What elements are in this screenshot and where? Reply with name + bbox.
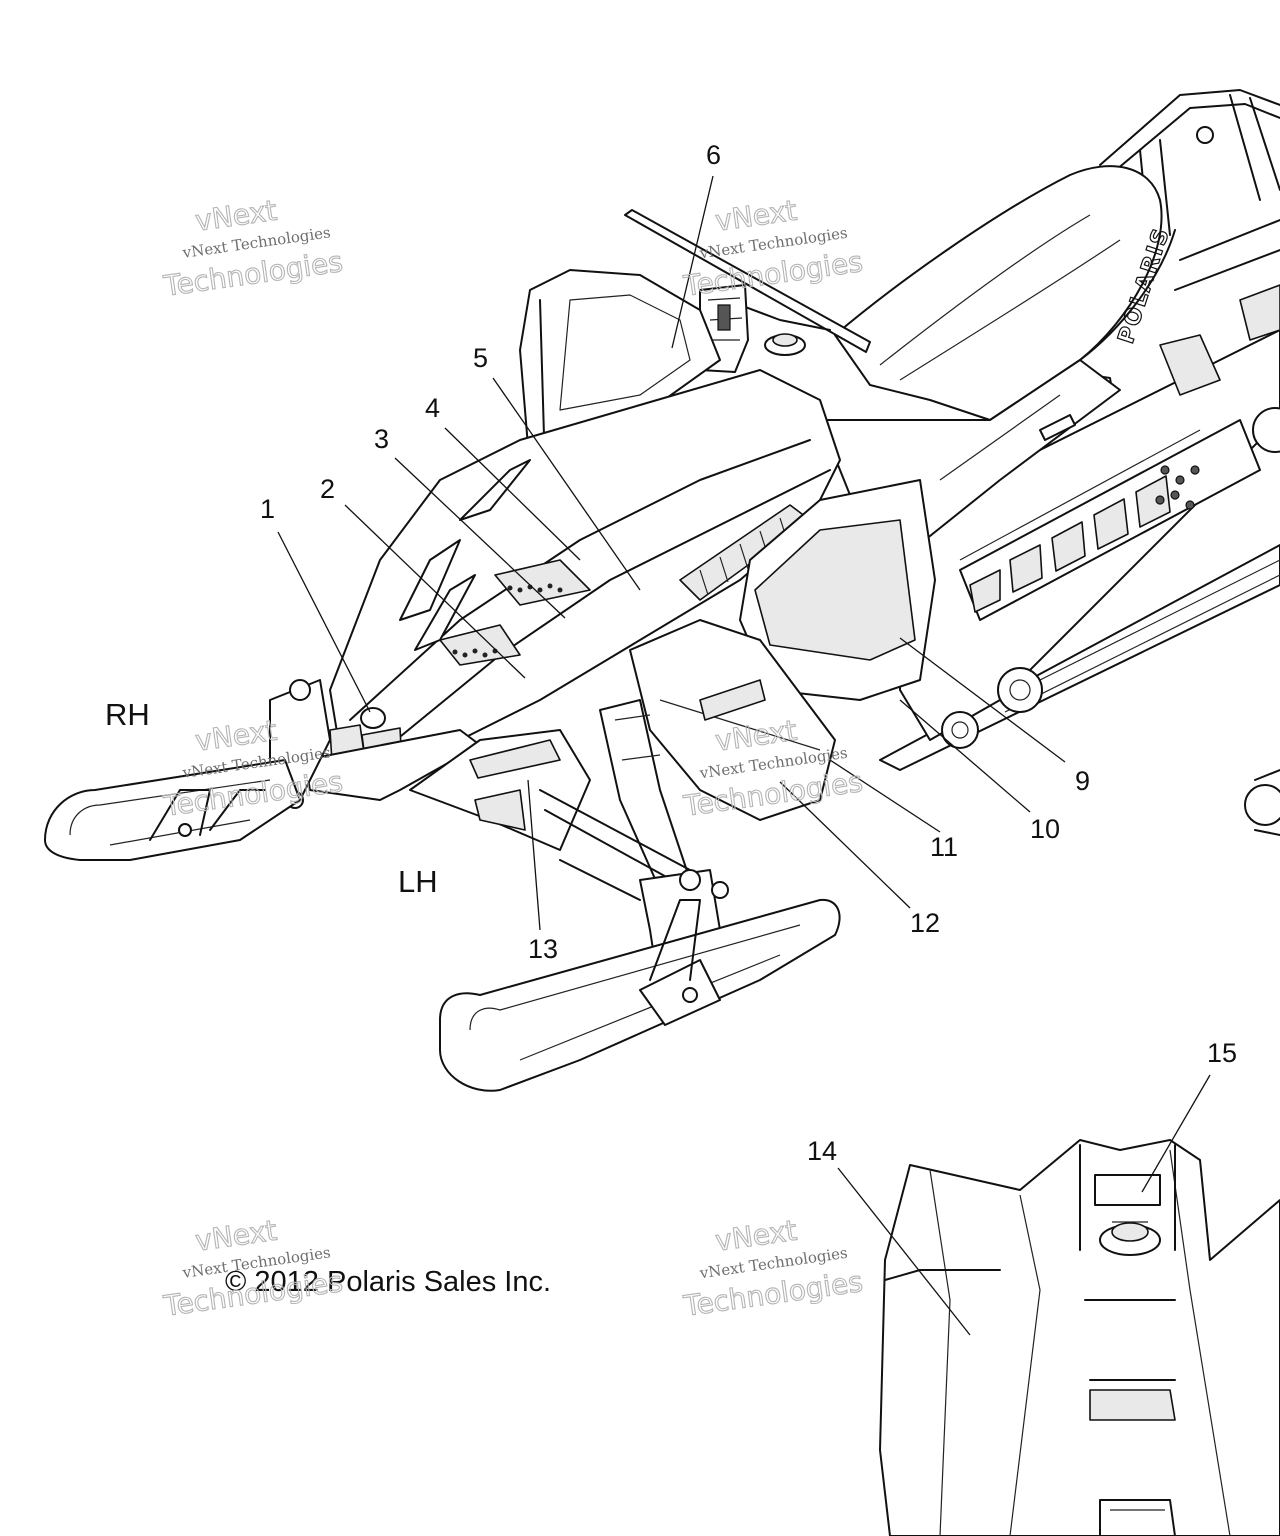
callout-2: 2 — [320, 474, 335, 504]
svg-text:vNext: vNext — [193, 194, 279, 238]
callout-labels: 1 2 3 4 5 6 9 10 11 12 13 14 15 — [260, 140, 1237, 1166]
callout-14: 14 — [807, 1136, 837, 1166]
leader-lines — [277, 175, 1211, 1336]
watermark-2: vNext vNext Technologies Technologies — [680, 193, 865, 303]
callout-13: 13 — [528, 934, 558, 964]
side-label-lh: LH — [398, 864, 438, 899]
callout-9: 9 — [1075, 766, 1090, 796]
rear-tunnel — [879, 329, 1280, 836]
right-ski — [44, 759, 301, 861]
handlebar — [624, 209, 871, 373]
side-label-rh: RH — [105, 697, 150, 732]
svg-text:vNext: vNext — [713, 194, 799, 238]
callout-5: 5 — [473, 343, 488, 373]
windshield — [519, 269, 721, 471]
rear-rack — [1099, 89, 1280, 396]
inset-fuel-tank — [879, 1139, 1280, 1536]
hood — [304, 369, 936, 851]
watermark-1: vNext vNext Technologies Technologies — [160, 193, 345, 303]
callout-4: 4 — [425, 393, 440, 423]
watermark-6: vNext vNext Technologies Technologies — [680, 1213, 865, 1323]
callout-10: 10 — [1030, 814, 1060, 844]
svg-text:vNext: vNext — [193, 714, 279, 758]
callout-11: 11 — [930, 832, 958, 862]
svg-text:vNext: vNext — [713, 1214, 799, 1258]
watermark-5: vNext vNext Technologies Technologies — [160, 1213, 345, 1323]
callout-12: 12 — [910, 908, 940, 938]
callout-15: 15 — [1207, 1038, 1237, 1068]
svg-text:vNext: vNext — [193, 1214, 279, 1258]
callout-6: 6 — [706, 140, 721, 170]
left-ski — [439, 898, 841, 1092]
callout-3: 3 — [374, 424, 389, 454]
copyright-notice: © 2012 Polaris Sales Inc. — [225, 1266, 551, 1298]
callout-1: 1 — [260, 494, 275, 524]
